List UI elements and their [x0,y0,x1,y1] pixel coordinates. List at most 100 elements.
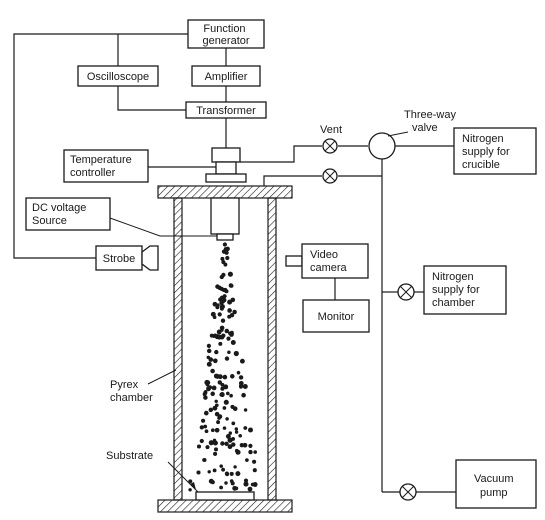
droplet [224,441,229,446]
dc-voltage-source-box [25,197,111,231]
droplet [212,468,217,473]
droplet [221,467,226,472]
chamber-gas-valve-icon [322,168,338,184]
droplet [211,385,217,391]
droplet [252,459,257,464]
droplet [229,332,234,337]
droplet [212,301,218,307]
temperature-controller-box [63,149,149,183]
droplet [239,443,244,448]
crucible-orifice [216,233,234,241]
droplet [210,368,215,374]
droplet [212,405,218,411]
crucible [210,197,240,235]
droplet [217,312,222,317]
droplet [205,445,210,450]
droplet [208,407,214,413]
droplet [232,309,237,315]
droplet [217,380,222,385]
droplet [224,356,230,361]
droplet [227,299,233,305]
droplet [199,438,204,444]
chamber-right-wall [267,197,277,501]
video-camera-label: Video camera [310,249,348,274]
droplet [238,434,242,438]
droplet [217,329,222,334]
droplet [243,408,248,412]
droplet [234,427,239,431]
droplet [226,336,231,341]
chamber-left-wall [173,197,183,501]
droplet [229,479,234,483]
wire-chamber-gas [263,175,322,186]
droplet [196,470,201,475]
droplet [220,441,225,446]
droplet [207,385,213,390]
oscilloscope-label: Oscilloscope [87,71,149,83]
droplet [215,305,220,310]
droplet [196,444,202,449]
monitor-box [302,299,370,333]
droplet [248,449,253,455]
droplet [239,358,245,364]
droplet [229,471,234,476]
droplet [226,391,230,396]
droplet [241,392,246,398]
droplet [239,385,243,389]
droplet [235,449,241,455]
droplet [243,426,248,430]
droplet [242,384,248,389]
droplet [212,358,218,364]
droplet [238,375,244,380]
droplet [213,447,219,452]
droplet [204,429,209,434]
droplet [219,274,224,280]
droplet-spray [188,242,258,492]
droplet [220,386,225,391]
droplet [224,289,229,294]
droplet [222,406,227,410]
nitrogen-crucible-box [453,127,537,175]
strobe-label: Strobe [103,253,135,265]
camera-lens-icon [285,255,303,267]
nitrogen-chamber-label: Nitrogen supply for chamber [432,271,483,309]
droplet [219,464,223,468]
droplet [212,315,217,320]
droplet [203,395,208,400]
droplet [208,440,214,446]
droplet [219,300,224,306]
shaker-base [205,173,247,183]
shaker-body [215,161,237,175]
droplet [222,374,228,380]
amplifier-box [191,65,261,87]
dc-voltage-source-label: DC voltage Source [32,202,89,227]
droplet [219,485,224,490]
droplet [208,357,214,362]
droplet [227,314,232,319]
droplet [225,255,230,261]
droplet [220,318,226,323]
droplet [222,426,227,430]
three-way-valve-icon [368,132,396,160]
wire-dc-voltage [109,217,217,237]
droplet [234,486,239,491]
droplet [238,380,244,386]
droplet [203,389,208,394]
transformer-label: Transformer [196,105,256,117]
droplet [216,420,221,425]
droplet [219,306,224,311]
droplet [202,457,207,463]
droplet [210,391,215,397]
droplet [213,333,218,338]
droplet [224,250,229,255]
strobe-lamp-icon [141,245,159,271]
droplet [227,271,233,277]
vent-valve-icon [322,138,338,154]
droplet [233,350,239,357]
droplet [223,262,228,267]
droplet [243,481,249,487]
droplet [245,458,249,462]
substrate-label: Substrate [106,450,153,462]
vent-label: Vent [320,124,342,136]
